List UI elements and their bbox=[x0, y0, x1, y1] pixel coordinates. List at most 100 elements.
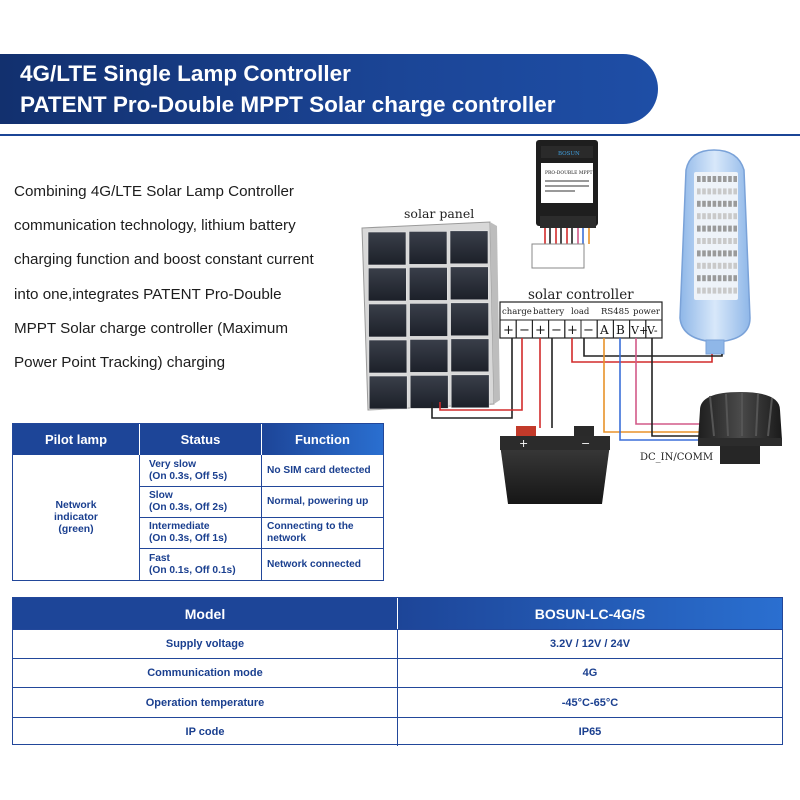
led-chip bbox=[733, 213, 737, 220]
led-chip bbox=[702, 213, 706, 220]
led-chip bbox=[697, 262, 701, 269]
terminal-slot bbox=[629, 319, 647, 339]
led-chip bbox=[707, 262, 711, 269]
led-chip bbox=[728, 250, 732, 257]
solar-cell bbox=[409, 303, 448, 337]
table-row: Fast (On 0.1s, Off 0.1s) Network connect… bbox=[140, 548, 383, 580]
spec-row: IP code IP65 bbox=[13, 717, 782, 746]
function-text: Connecting to the bbox=[267, 521, 354, 532]
terminal-group-rs485: RS485 bbox=[601, 307, 629, 317]
status-timing: (On 0.3s, Off 5s) bbox=[149, 470, 228, 482]
function-cell: Connecting to the network bbox=[262, 518, 383, 548]
terminal-mark: − bbox=[551, 323, 562, 338]
led-chip bbox=[733, 275, 737, 282]
status-timing: (On 0.3s, Off 1s) bbox=[149, 533, 228, 544]
intro-line: communication technology, lithium batter… bbox=[14, 217, 296, 235]
led-chip bbox=[712, 200, 717, 207]
led-chip bbox=[697, 287, 701, 294]
led-chip bbox=[702, 287, 706, 294]
terminal-slot bbox=[612, 319, 631, 339]
led-chip bbox=[707, 275, 711, 282]
intro-paragraph: Combining 4G/LTE Solar Lamp Controller c… bbox=[14, 175, 364, 380]
terminal-mark: V- bbox=[646, 324, 658, 337]
led-chip bbox=[728, 200, 732, 207]
solar-cell bbox=[408, 267, 448, 301]
spec-value: 3.2V / 12V / 24V bbox=[549, 638, 631, 650]
led-chip bbox=[717, 176, 722, 182]
solar-cell bbox=[368, 375, 408, 410]
led-chip bbox=[728, 262, 732, 269]
solar-cell bbox=[409, 339, 449, 373]
led-chip bbox=[717, 225, 722, 232]
led-chip bbox=[728, 225, 732, 232]
terminal-slot bbox=[548, 319, 566, 339]
led-chip bbox=[702, 262, 706, 269]
function-cell: Normal, powering up bbox=[267, 496, 369, 507]
terminal-mark: − bbox=[519, 323, 530, 338]
intro-line: into one,integrates PATENT Pro-Double bbox=[14, 285, 282, 303]
lamp-name-cell: Network indicator (green) bbox=[13, 455, 140, 580]
header-function: Function bbox=[262, 424, 383, 455]
header-underline bbox=[0, 134, 800, 136]
page-subtitle: PATENT Pro-Double MPPT Solar charge cont… bbox=[20, 92, 556, 117]
led-chip bbox=[707, 176, 711, 182]
led-chip bbox=[697, 275, 701, 282]
solar-cell bbox=[450, 374, 490, 409]
lamp-name: Network bbox=[55, 499, 97, 511]
intro-line: Power Point Tracking) charging bbox=[14, 354, 226, 372]
led-chip bbox=[712, 213, 717, 220]
spec-row: Operation temperature -45°C-65°C bbox=[13, 687, 782, 717]
status-timing: (On 0.3s, Off 2s) bbox=[149, 502, 228, 513]
led-chip bbox=[728, 176, 732, 182]
led-chip bbox=[697, 188, 701, 195]
terminal-group-battery: battery bbox=[533, 307, 564, 317]
status-name: Slow bbox=[149, 490, 173, 501]
terminal-mark: + bbox=[503, 323, 514, 338]
controller-label: solar controller bbox=[528, 287, 634, 303]
solar-panel-label: solar panel bbox=[404, 206, 474, 221]
led-chip bbox=[702, 275, 706, 282]
led-chip bbox=[697, 200, 701, 207]
led-chip bbox=[723, 275, 727, 282]
solar-cell bbox=[409, 375, 449, 409]
led-chip bbox=[712, 287, 717, 294]
led-chip bbox=[702, 250, 706, 257]
led-chip bbox=[733, 225, 737, 232]
terminal-slot bbox=[531, 319, 550, 339]
led-chip bbox=[712, 250, 717, 257]
table-row: Slow (On 0.3s, Off 2s) Normal, powering … bbox=[140, 486, 383, 517]
wiring bbox=[431, 338, 723, 441]
led-chip bbox=[723, 213, 727, 220]
led-chip bbox=[717, 213, 722, 220]
solar-cell bbox=[367, 231, 407, 266]
status-name: Intermediate bbox=[149, 521, 210, 532]
led-chip bbox=[723, 225, 727, 232]
led-chip bbox=[717, 250, 722, 257]
led-chip bbox=[733, 200, 737, 207]
led-chip bbox=[712, 225, 717, 232]
street-lamp bbox=[679, 149, 751, 355]
led-chip bbox=[733, 262, 737, 269]
function-cell: Network connected bbox=[267, 558, 361, 570]
led-chip bbox=[733, 188, 737, 195]
terminal-mark: − bbox=[583, 323, 594, 338]
terminal-mark: A bbox=[599, 323, 609, 337]
led-chip bbox=[717, 275, 722, 282]
led-chip bbox=[712, 275, 717, 282]
pilot-lamp-table: Pilot lamp Status Function Network indic… bbox=[12, 423, 384, 581]
led-chip bbox=[717, 262, 722, 269]
solar-panel bbox=[361, 221, 500, 411]
led-chip bbox=[697, 238, 701, 244]
solar-cell bbox=[408, 231, 448, 265]
header-model-value: BOSUN-LC-4G/S bbox=[398, 598, 782, 629]
led-chip bbox=[723, 287, 727, 294]
terminal-slot bbox=[564, 319, 582, 339]
led-chip bbox=[728, 213, 732, 220]
function-cell: No SIM card detected bbox=[267, 464, 371, 476]
led-chip bbox=[697, 176, 701, 182]
spec-value: 4G bbox=[582, 667, 598, 679]
led-chip bbox=[733, 250, 737, 257]
spec-key: Communication mode bbox=[13, 659, 398, 687]
terminal-slot bbox=[596, 319, 614, 339]
spec-row: Communication mode 4G bbox=[13, 658, 782, 687]
